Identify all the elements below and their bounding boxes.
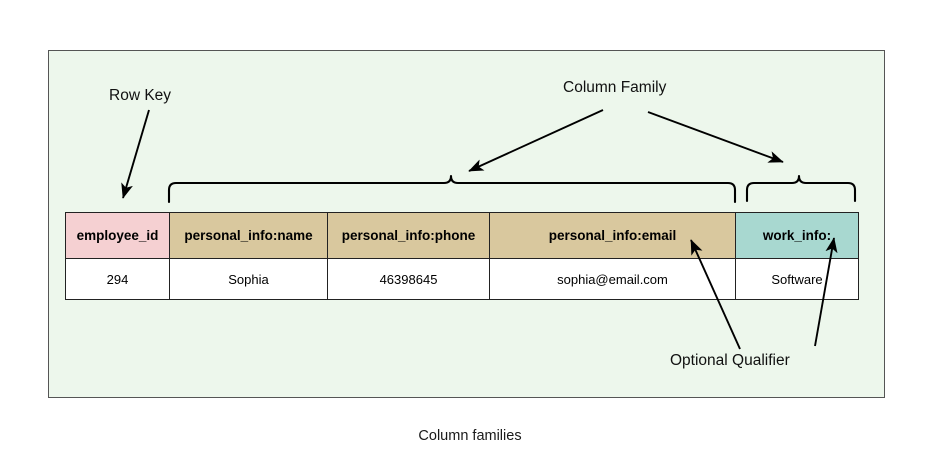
figure-caption: Column families <box>418 428 522 444</box>
cell-work-info[interactable]: Software <box>735 258 859 300</box>
hbase-row-table: employee_id personal_info:name personal_… <box>65 212 859 300</box>
header-cell-work-info[interactable]: work_info: <box>735 212 859 259</box>
annotation-column-family: Column Family <box>563 79 667 96</box>
header-cell-personal-info-phone[interactable]: personal_info:phone <box>327 212 490 259</box>
cell-personal-info-email[interactable]: sophia@email.com <box>489 258 736 300</box>
header-cell-personal-info-email[interactable]: personal_info:email <box>489 212 736 259</box>
header-cell-personal-info-name[interactable]: personal_info:name <box>169 212 328 259</box>
cell-personal-info-phone[interactable]: 46398645 <box>327 258 490 300</box>
cell-employee-id[interactable]: 294 <box>65 258 170 300</box>
table-row: 294 Sophia 46398645 sophia@email.com Sof… <box>65 258 859 300</box>
annotation-row-key: Row Key <box>109 87 172 104</box>
annotation-optional-qualifier: Optional Qualifier <box>670 352 790 369</box>
cell-personal-info-name[interactable]: Sophia <box>169 258 328 300</box>
table-header-row: employee_id personal_info:name personal_… <box>65 212 859 259</box>
header-cell-employee-id[interactable]: employee_id <box>65 212 170 259</box>
